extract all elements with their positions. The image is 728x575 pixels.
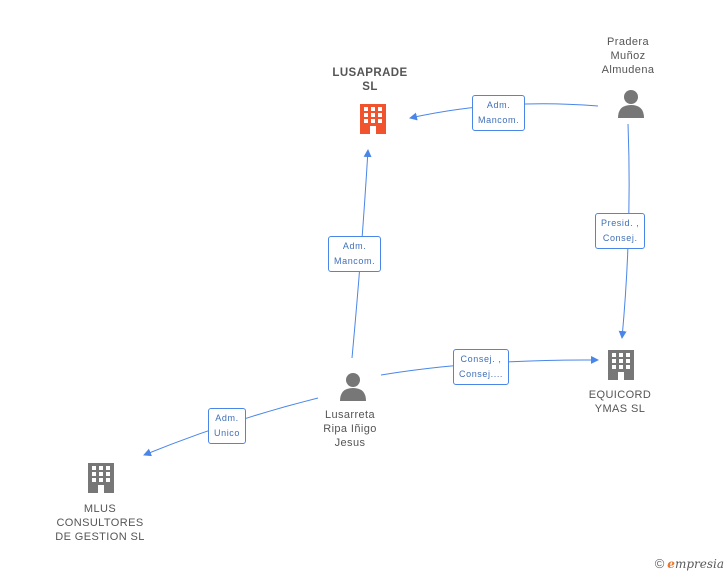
edge-label-lusarreta-mlus[interactable]: Adm. Unico [208, 408, 247, 444]
node-equicord[interactable] [606, 348, 636, 382]
person-icon [340, 373, 366, 401]
node-mlus[interactable] [86, 461, 116, 495]
node-pradera[interactable] [616, 88, 646, 118]
node-label-lusarreta: Lusarreta Ripa Iñigo Jesus [323, 409, 377, 449]
node-label-mlus: MLUS CONSULTORES DE GESTION SL [55, 503, 145, 543]
edge-label-lusarreta-lusaprade[interactable]: Adm. Mancom. [328, 236, 382, 272]
building-icon [88, 463, 114, 493]
copyright-symbol: © [654, 556, 665, 571]
building-icon [360, 104, 386, 134]
edge-label-pradera-lusaprade[interactable]: Adm. Mancom. [472, 95, 526, 131]
node-label-pradera: Pradera Muñoz Almudena [601, 36, 655, 76]
edge-label-pradera-equicord[interactable]: Presid. , Consej. [595, 213, 646, 249]
edge-label-lusarreta-equicord[interactable]: Consej. , Consej.... [453, 349, 510, 385]
person-icon [618, 90, 644, 118]
node-label-lusaprade: LUSAPRADE SL [332, 67, 408, 93]
node-label-equicord: EQUICORD YMAS SL [588, 389, 652, 415]
node-lusarreta[interactable] [338, 371, 368, 401]
brand-logo: empresia [667, 557, 724, 571]
footer-brand: ©empresia [655, 556, 724, 571]
building-icon [608, 350, 634, 380]
node-lusaprade[interactable] [358, 102, 388, 136]
